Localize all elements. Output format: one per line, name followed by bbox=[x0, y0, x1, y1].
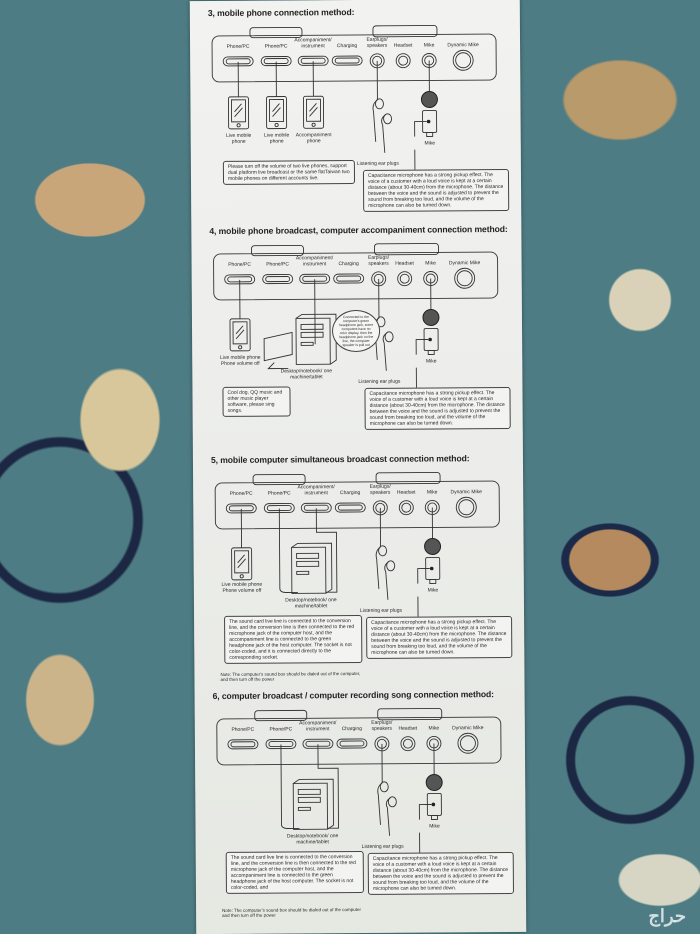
port-label: Mike bbox=[424, 43, 435, 49]
port-label: Phone/PC bbox=[266, 262, 289, 268]
device-label: Desktop/notebook/ one machine/tablet bbox=[282, 597, 340, 609]
volume-knob bbox=[250, 27, 302, 37]
port-slot bbox=[334, 274, 364, 283]
device-label: Desktop/notebook/ one machine/tablet bbox=[276, 368, 336, 380]
left-note: Cool dog, QQ music and other music playe… bbox=[222, 386, 290, 416]
port-label: Charging bbox=[342, 727, 362, 733]
port-label: Phone/PC bbox=[230, 492, 253, 498]
port-label: Headset bbox=[394, 44, 413, 50]
section-5: 5, mobile computer simultaneous broadcas… bbox=[193, 446, 525, 678]
microphone-icon bbox=[425, 538, 441, 554]
port-label: Mike bbox=[425, 261, 436, 267]
left-note: The sound card live line is connected to… bbox=[224, 615, 362, 664]
port-label: Accompaniment/ instrument bbox=[299, 721, 337, 732]
footer-note: Note: The computer's sound box should be… bbox=[222, 907, 362, 918]
earplugs-label: Listening ear plugs bbox=[353, 161, 403, 167]
port-label: Mike bbox=[427, 490, 438, 496]
volume-knob bbox=[251, 245, 303, 255]
watermark-logo: حراج bbox=[648, 906, 686, 927]
port-label: Dynamic Mike bbox=[447, 43, 478, 49]
port-label: Accompaniment/ instrument bbox=[297, 485, 335, 496]
port-slot bbox=[228, 740, 258, 749]
section-title: 4, mobile phone broadcast, computer acco… bbox=[209, 224, 507, 236]
port-label: Headset bbox=[397, 491, 416, 497]
microphone-icon bbox=[426, 774, 442, 790]
earphones-icon bbox=[376, 547, 389, 600]
port-label: Earplugs/ speakers bbox=[358, 38, 396, 49]
port-label: Dynamic Mike bbox=[452, 726, 483, 732]
port-label: Mike bbox=[429, 726, 440, 732]
microphone-icon bbox=[423, 309, 439, 325]
section-title: 6, computer broadcast / computer recordi… bbox=[213, 689, 494, 701]
callout-bubble: Connected to the computer's green headph… bbox=[332, 310, 380, 352]
left-note: Please turn off the volume of two live p… bbox=[223, 160, 355, 185]
cable bbox=[318, 744, 339, 828]
mike-label: Mike bbox=[423, 587, 443, 593]
footer-note: Note: The computer's sound box should be… bbox=[220, 671, 360, 682]
port-jack bbox=[453, 50, 473, 70]
cable bbox=[279, 508, 298, 592]
instruction-sheet: 3, mobile phone connection method: Phone/… bbox=[190, 0, 527, 934]
device-label: Live mobile phone Phone volume off bbox=[214, 355, 266, 367]
port-jack bbox=[456, 497, 476, 517]
port-label: Accompaniment/ instrument bbox=[294, 38, 332, 49]
section-title: 5, mobile computer simultaneous broadcas… bbox=[211, 453, 470, 465]
cable bbox=[316, 508, 337, 592]
port-label: Charging bbox=[337, 44, 357, 50]
volume-knob bbox=[253, 474, 305, 484]
section-3: 3, mobile phone connection method: Phone/… bbox=[190, 0, 522, 231]
port-label: Earplugs/ speakers bbox=[360, 256, 398, 267]
device-label: Accompaniment phone bbox=[296, 132, 332, 144]
section-title: 3, mobile phone connection method: bbox=[208, 7, 355, 18]
port-label: Phone/PC bbox=[231, 728, 254, 734]
port-label: Phone/PC bbox=[265, 44, 288, 50]
port-slot bbox=[332, 56, 362, 65]
mike-label: Mike bbox=[420, 140, 440, 146]
monitor-icon bbox=[264, 332, 292, 368]
device-label: Desktop/notebook/ one machine/tablet bbox=[284, 833, 342, 845]
device-label: Live mobile phone bbox=[221, 133, 257, 145]
port-label: Headset bbox=[395, 262, 414, 268]
section-4: 4, mobile phone broadcast, computer acco… bbox=[191, 217, 523, 449]
port-label: Dynamic Mike bbox=[450, 490, 481, 496]
capacitance-note: Capacitance microphone has a strong pick… bbox=[363, 169, 509, 212]
port-label: Earplugs/ speakers bbox=[363, 721, 401, 732]
port-label: Phone/PC bbox=[227, 45, 250, 51]
capacitance-note: Capacitance microphone has a strong pick… bbox=[366, 616, 512, 659]
port-label: Charging bbox=[338, 262, 358, 268]
microphone-icon bbox=[421, 91, 437, 107]
earphones-icon bbox=[373, 100, 386, 153]
port-jack bbox=[458, 733, 478, 753]
mike-label: Mike bbox=[421, 358, 441, 364]
port-label: Phone/PC bbox=[268, 491, 291, 497]
device-label: Live mobile phone Phone volume off bbox=[216, 582, 268, 594]
earplugs-label: Listening ear plugs bbox=[356, 608, 406, 614]
volume-knob bbox=[255, 710, 307, 720]
cable bbox=[281, 744, 300, 828]
left-note: The sound card live line is connected to… bbox=[226, 851, 364, 894]
port-label: Headset bbox=[399, 727, 418, 733]
mike-label: Mike bbox=[424, 823, 444, 829]
earplugs-label: Listening ear plugs bbox=[358, 844, 408, 850]
port-slot bbox=[337, 739, 367, 748]
port-slot bbox=[335, 503, 365, 512]
port-label: Earplugs/ speakers bbox=[361, 485, 399, 496]
port-label: Phone/PC bbox=[269, 727, 292, 733]
earphones-icon bbox=[378, 783, 391, 836]
section-6: 6, computer broadcast / computer recordi… bbox=[195, 682, 527, 914]
port-slot bbox=[263, 274, 293, 283]
port-label: Phone/PC bbox=[228, 263, 251, 269]
port-label: Accompaniment/ instrument bbox=[296, 256, 334, 267]
capacitance-note: Capacitance microphone has a strong pick… bbox=[364, 387, 510, 430]
earplugs-label: Listening ear plugs bbox=[354, 379, 404, 385]
port-jack bbox=[455, 268, 475, 288]
port-label: Charging bbox=[340, 491, 360, 497]
capacitance-note: Capacitance microphone has a strong pick… bbox=[368, 852, 514, 895]
port-label: Dynamic Mike bbox=[449, 261, 480, 267]
device-label: Live mobile phone bbox=[259, 132, 295, 144]
